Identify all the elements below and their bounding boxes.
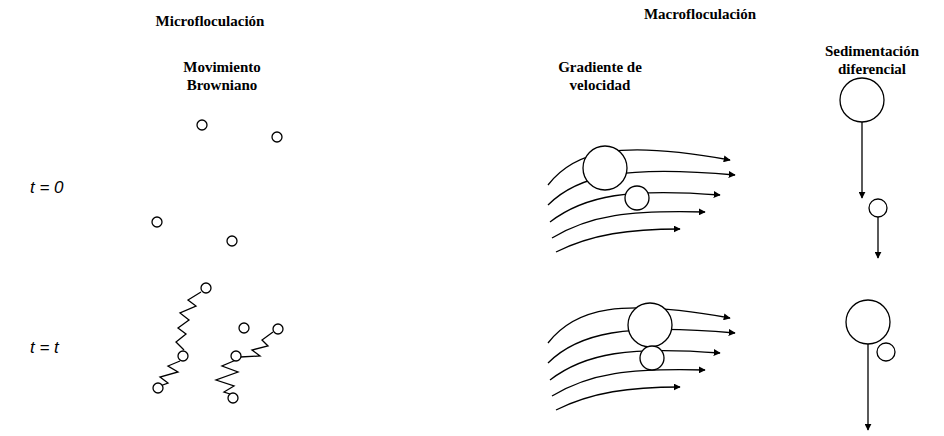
particle: [239, 323, 249, 333]
settling-arrow: [861, 122, 862, 198]
particle: [178, 351, 188, 361]
streamline: [556, 229, 680, 252]
brownian-path: [240, 332, 273, 357]
mechanism-heading: Sedimentación diferencial: [806, 42, 938, 78]
brownian-path: [160, 361, 180, 386]
particle: [273, 324, 283, 334]
velocity-gradient-tt: [548, 303, 735, 410]
particle: [228, 393, 238, 403]
particle: [153, 383, 163, 393]
mechanism-heading: Gradiente de velocidad: [540, 58, 660, 94]
particle: [272, 132, 282, 142]
streamline: [552, 370, 705, 396]
large-particle: [846, 300, 890, 344]
small-particle: [640, 346, 664, 370]
brownian-path: [176, 292, 201, 350]
particle: [227, 236, 237, 246]
particle: [201, 283, 211, 293]
particle: [197, 120, 207, 130]
section-heading: Macrofloculación: [600, 5, 800, 23]
large-particle: [628, 303, 672, 347]
small-particle: [625, 186, 649, 210]
streamline: [548, 150, 730, 185]
brownian-particles-t0: [152, 120, 282, 246]
settling-arrow: [867, 344, 868, 430]
velocity-gradient-t0: [548, 146, 735, 252]
particle: [152, 217, 162, 227]
streamline: [550, 350, 720, 380]
brownian-paths-tt: [153, 283, 283, 403]
large-particle: [583, 146, 627, 190]
streamline: [552, 212, 705, 238]
particle: [231, 351, 241, 361]
mechanism-heading: Movimiento Browniano: [167, 58, 277, 94]
brownian-path: [216, 360, 238, 394]
time-label: t = 0: [30, 178, 64, 198]
small-particle: [869, 199, 887, 217]
large-particle: [840, 78, 884, 122]
streamline: [556, 387, 680, 410]
settling-arrow: [877, 217, 878, 258]
time-label: t = t: [30, 338, 59, 358]
section-heading: Microfloculación: [110, 12, 310, 30]
differential-settling: [840, 78, 895, 430]
small-particle: [877, 343, 895, 361]
